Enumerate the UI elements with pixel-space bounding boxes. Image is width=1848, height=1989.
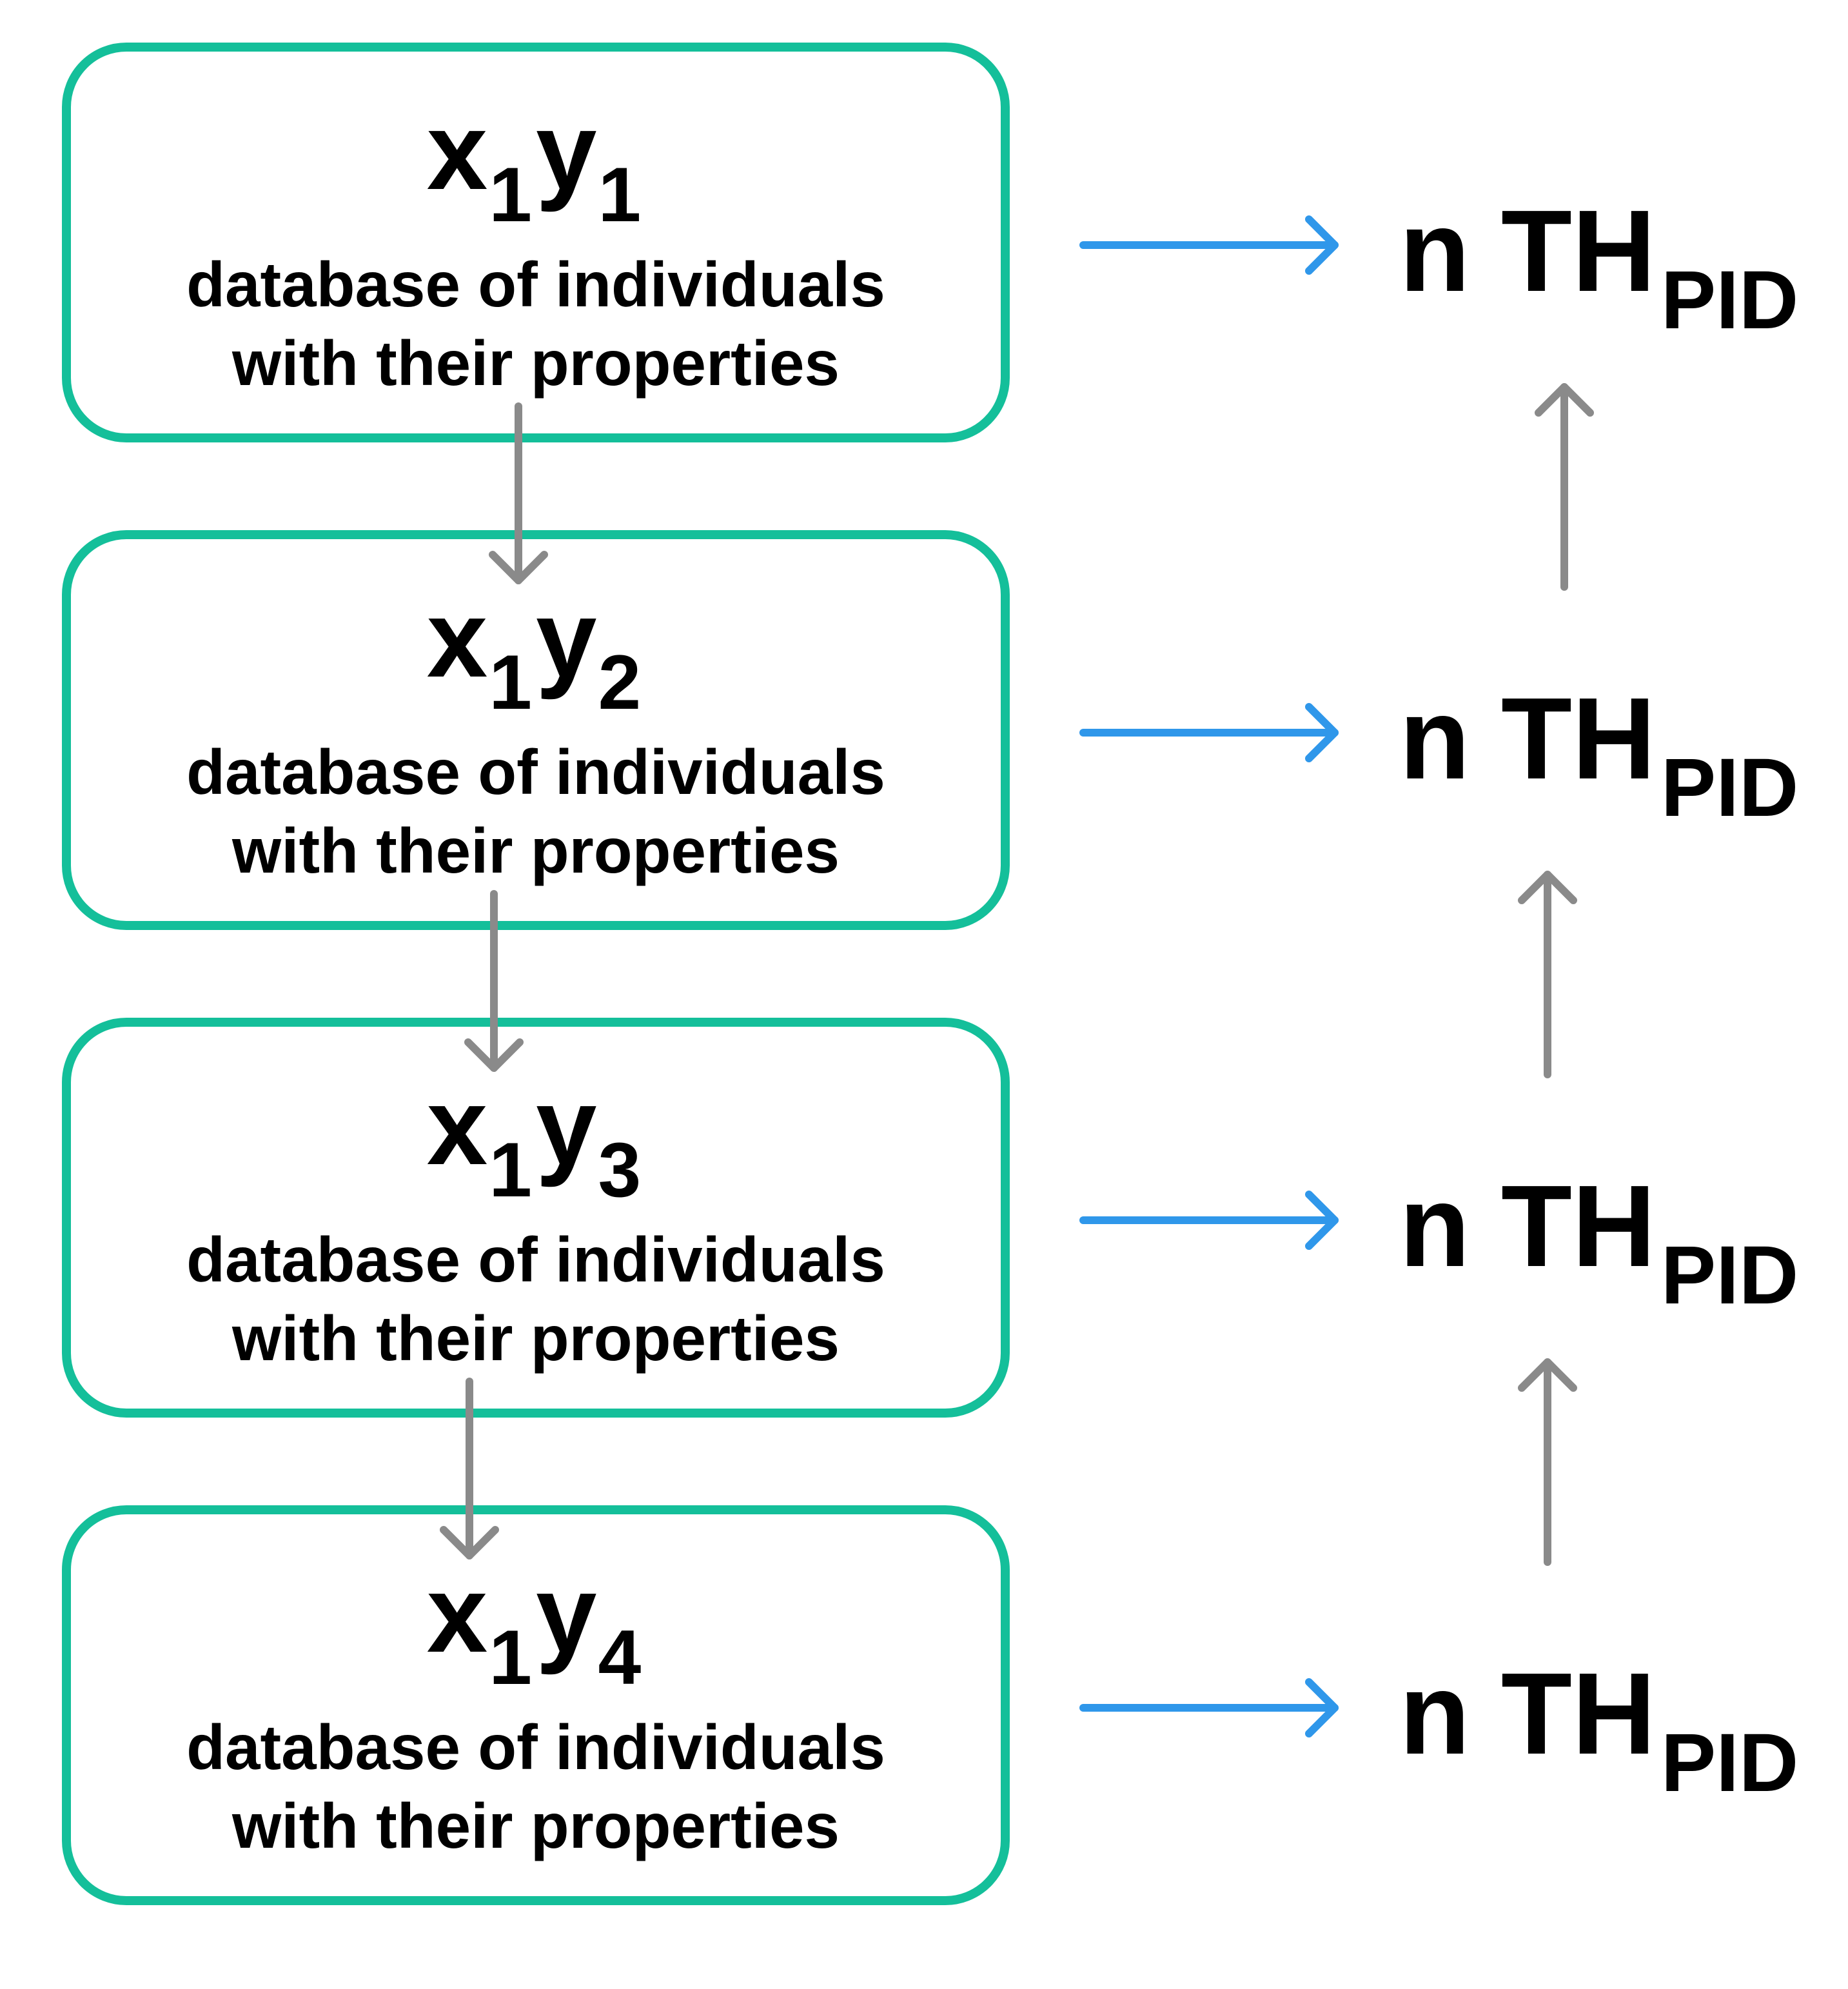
desc-line-1: database of individuals: [186, 249, 885, 320]
sub-x: 1: [489, 152, 532, 238]
sub-y: 2: [598, 639, 642, 726]
sub-y: 3: [598, 1127, 642, 1213]
box-title-3: x1y3: [71, 1072, 1001, 1209]
box-description-3: database of individuals with their prope…: [71, 1220, 1001, 1378]
var-y: y: [536, 1553, 597, 1676]
sub-y: 4: [598, 1614, 642, 1701]
result-n: n: [1399, 674, 1470, 804]
box-title-2: x1y2: [71, 584, 1001, 721]
desc-line-1: database of individuals: [186, 1224, 885, 1295]
result-sub: PID: [1660, 254, 1799, 346]
var-x: x: [426, 1065, 488, 1188]
database-box-2: x1y2 database of individuals with their …: [62, 530, 1010, 930]
result-main: TH: [1500, 674, 1656, 804]
var-y: y: [536, 1065, 597, 1188]
right-arrow-3: [1079, 1191, 1339, 1250]
sub-x: 1: [489, 1614, 532, 1701]
desc-line-2: with their properties: [231, 1790, 840, 1861]
result-n: n: [1399, 1162, 1470, 1291]
var-x: x: [426, 578, 488, 700]
desc-line-1: database of individuals: [186, 737, 885, 807]
sub-x: 1: [489, 1127, 532, 1213]
box-description-2: database of individuals with their prope…: [71, 733, 1001, 890]
box-description-4: database of individuals with their prope…: [71, 1708, 1001, 1865]
var-y: y: [536, 578, 597, 700]
result-n: n: [1399, 186, 1470, 316]
var-y: y: [536, 90, 597, 213]
right-arrow-4: [1079, 1678, 1339, 1737]
result-main: TH: [1500, 186, 1656, 316]
desc-line-2: with their properties: [231, 328, 840, 399]
box-title-4: x1y4: [71, 1559, 1001, 1696]
up-arrow-3-2: [1518, 871, 1577, 1078]
desc-line-2: with their properties: [231, 815, 840, 886]
database-box-3: x1y3 database of individuals with their …: [62, 1018, 1010, 1418]
result-sub: PID: [1660, 742, 1799, 834]
database-box-1: x1y1 database of individuals with their …: [62, 43, 1010, 442]
box-description-1: database of individuals with their prope…: [71, 245, 1001, 402]
result-n: n: [1399, 1649, 1470, 1779]
database-box-4: x1y4 database of individuals with their …: [62, 1505, 1010, 1905]
right-arrow-2: [1079, 703, 1339, 762]
sub-x: 1: [489, 639, 532, 726]
result-main: TH: [1500, 1162, 1656, 1291]
var-x: x: [426, 1553, 488, 1676]
box-title-1: x1y1: [71, 97, 1001, 233]
desc-line-1: database of individuals: [186, 1712, 885, 1783]
result-sub: PID: [1660, 1717, 1799, 1809]
sub-y: 1: [598, 152, 642, 238]
var-x: x: [426, 90, 488, 213]
up-arrow-4-3: [1518, 1358, 1577, 1566]
up-arrow-2-1: [1535, 383, 1594, 591]
result-main: TH: [1500, 1649, 1656, 1779]
right-arrow-1: [1079, 215, 1339, 275]
result-sub: PID: [1660, 1229, 1799, 1321]
desc-line-2: with their properties: [231, 1303, 840, 1374]
